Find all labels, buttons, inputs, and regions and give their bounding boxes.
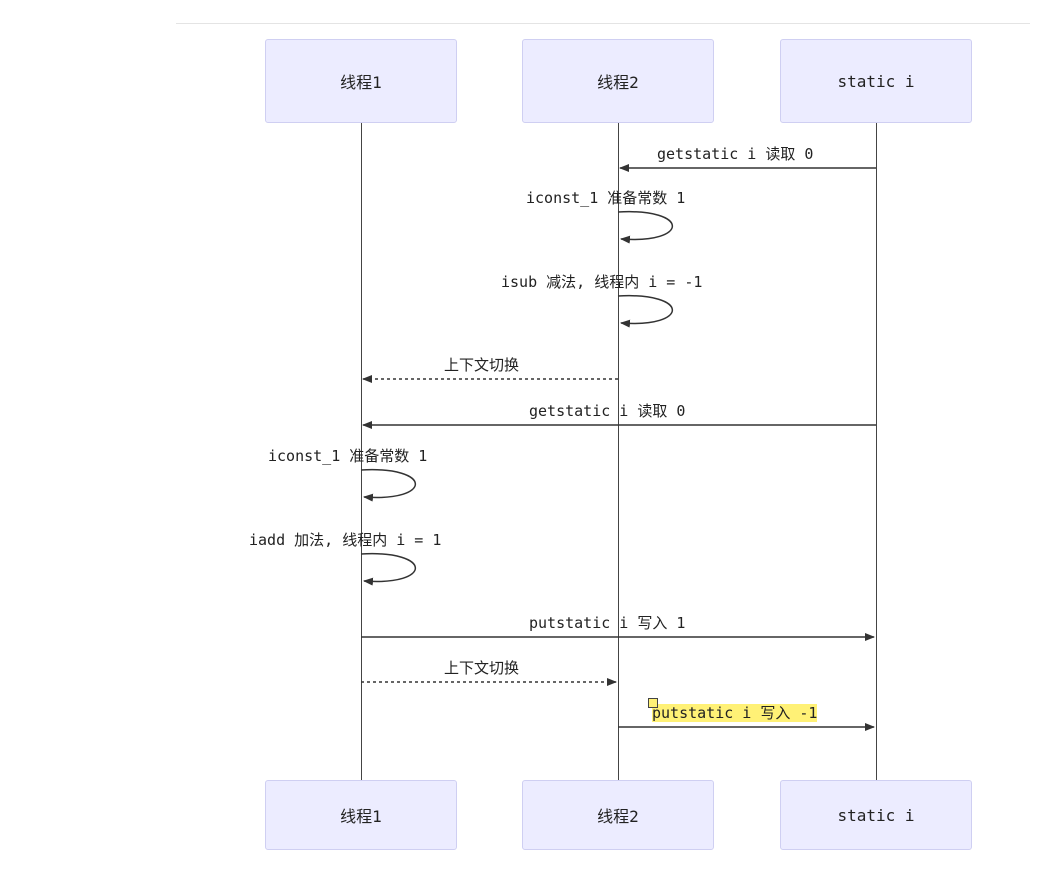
message-label: iconst_1 准备常数 1 xyxy=(268,447,428,465)
message-label: iconst_1 准备常数 1 xyxy=(526,189,686,207)
message-label-highlighted: putstatic i 写入 -1 xyxy=(652,704,818,722)
message-label: 上下文切换 xyxy=(444,659,520,677)
message-label: iadd 加法, 线程内 i = 1 xyxy=(249,531,442,549)
actor-label: static i xyxy=(837,71,915,91)
message-label: getstatic i 读取 0 xyxy=(529,402,686,420)
lifeline-static-i xyxy=(876,123,877,780)
actor-label: 线程2 xyxy=(597,807,639,826)
actor-label: 线程1 xyxy=(340,73,382,92)
actor-thread2-bottom: 线程2 xyxy=(522,780,714,850)
self-arrow-iconst-t1 xyxy=(360,468,417,502)
actor-label: static i xyxy=(837,805,915,825)
lifeline-thread2 xyxy=(618,123,619,780)
self-arrow-iconst-t2 xyxy=(617,210,674,244)
top-divider xyxy=(176,23,1030,24)
actor-thread1-bottom: 线程1 xyxy=(265,780,457,850)
message-label: isub 减法, 线程内 i = -1 xyxy=(501,273,703,291)
actor-thread1-top: 线程1 xyxy=(265,39,457,123)
self-arrow-iadd-t1 xyxy=(360,552,417,586)
lifeline-thread1 xyxy=(361,123,362,780)
comment-marker-icon[interactable] xyxy=(648,698,658,708)
message-label: putstatic i 写入 1 xyxy=(529,614,686,632)
actor-static-i-top: static i xyxy=(780,39,972,123)
actor-label: 线程1 xyxy=(340,807,382,826)
actor-thread2-top: 线程2 xyxy=(522,39,714,123)
actor-label: 线程2 xyxy=(597,73,639,92)
message-label: getstatic i 读取 0 xyxy=(657,145,814,163)
self-arrow-isub-t2 xyxy=(617,294,674,328)
actor-static-i-bottom: static i xyxy=(780,780,972,850)
message-label: 上下文切换 xyxy=(444,356,520,374)
